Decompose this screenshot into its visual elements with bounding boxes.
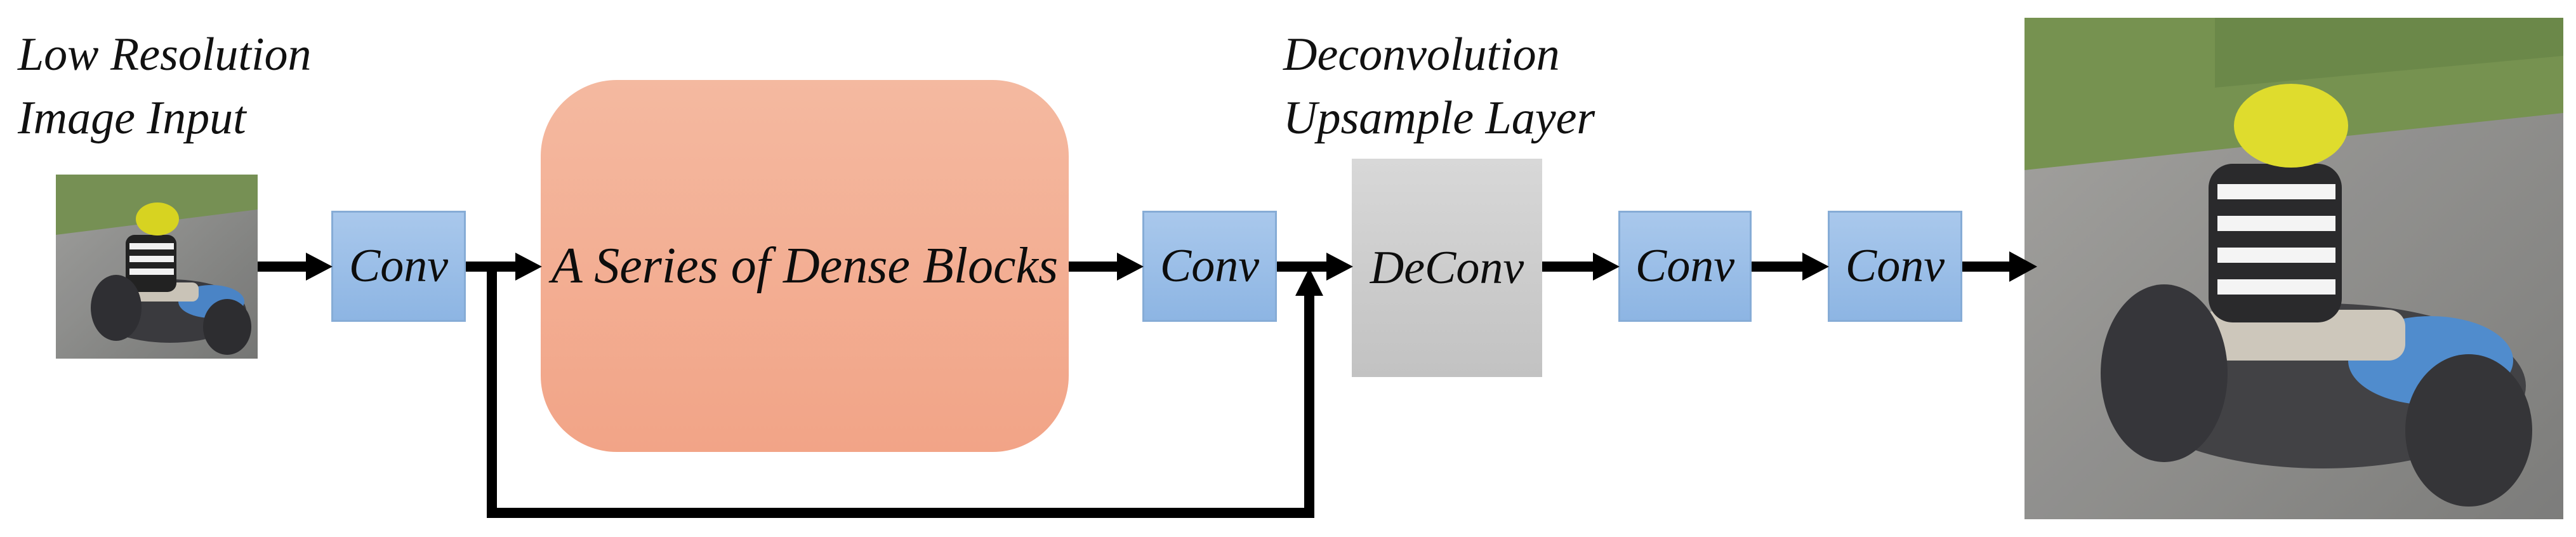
deconv-label-line2: Upsample Layer [1283,92,1595,144]
conv-block-4: Conv [1828,211,1962,322]
arrowhead-output [2009,251,2037,282]
output-photo-graphic [2024,18,2563,519]
conv-block-2: Conv [1142,211,1277,322]
conv-block-3: Conv [1618,211,1752,322]
arrowhead-deconv [1326,253,1353,281]
input-label-line2: Image Input [18,92,246,144]
deconv-label-line1: Deconvolution [1283,29,1560,81]
input-label-line1: Low Resolution [18,29,312,81]
high-resolution-output-image [2024,18,2563,519]
arrowhead-conv1 [306,253,333,281]
arrowhead-skip [1295,268,1323,296]
input-photo-graphic [56,175,258,359]
deconv-block: DeConv [1352,159,1542,377]
low-resolution-input-image [56,175,258,359]
arrowhead-conv3 [1593,253,1620,281]
dense-blocks: A Series of Dense Blocks [541,80,1069,452]
conv-block-1: Conv [331,211,466,322]
skip-connection-line [487,267,1314,518]
arrowhead-dense [515,253,542,281]
arrowhead-conv2 [1117,253,1144,281]
arrowhead-conv4 [1802,253,1829,281]
